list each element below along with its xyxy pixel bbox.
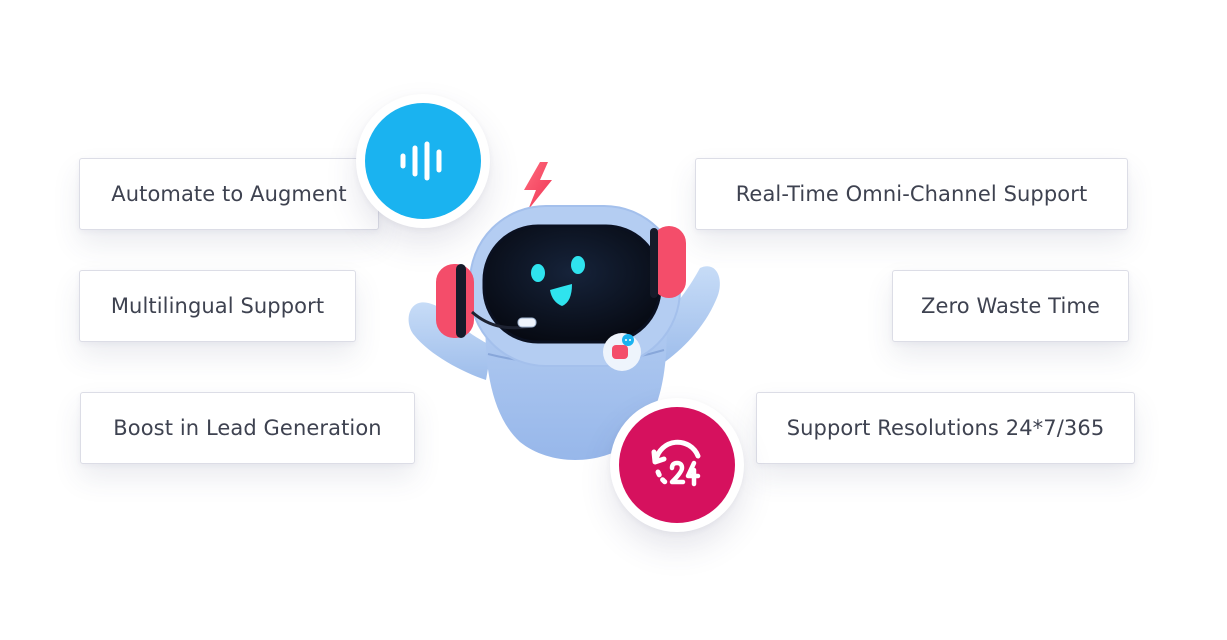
feature-card-zero-waste: Zero Waste Time <box>892 270 1129 342</box>
feature-label: Zero Waste Time <box>921 294 1100 318</box>
feature-label: Support Resolutions 24*7/365 <box>786 416 1105 440</box>
feature-label: Boost in Lead Generation <box>113 416 382 440</box>
feature-label: Automate to Augment <box>111 182 347 206</box>
robot-mascot-icon <box>400 150 730 470</box>
voice-badge <box>356 94 490 228</box>
feature-card-multilingual: Multilingual Support <box>79 270 356 342</box>
feature-card-support-resolutions: Support Resolutions 24*7/365 <box>756 392 1135 464</box>
audio-wave-icon <box>365 103 481 219</box>
clock-24-icon <box>619 407 735 523</box>
feature-card-lead-generation: Boost in Lead Generation <box>80 392 415 464</box>
feature-label: Multilingual Support <box>110 294 325 318</box>
feature-card-automate: Automate to Augment <box>79 158 379 230</box>
feature-card-omni-channel: Real-Time Omni-Channel Support <box>695 158 1128 230</box>
feature-label: Real-Time Omni-Channel Support <box>735 182 1088 206</box>
support-24-badge <box>610 398 744 532</box>
